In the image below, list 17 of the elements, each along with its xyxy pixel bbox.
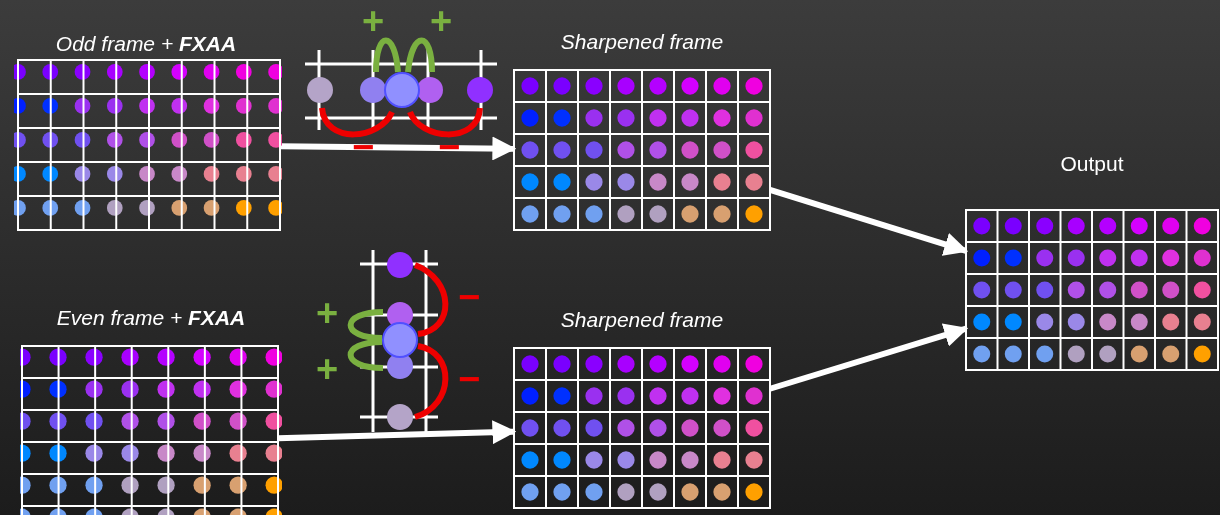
frame-title: Even frame + FXAA <box>55 306 247 330</box>
minus-sign: − <box>352 128 375 166</box>
frame-title: Sharpened frame <box>559 30 725 54</box>
minus-sign: − <box>458 360 481 398</box>
frame-title: Sharpened frame <box>559 308 725 332</box>
plus-sign: + <box>430 2 453 40</box>
arrow <box>279 136 517 161</box>
arrow <box>769 186 969 256</box>
frame-title: Output <box>1059 152 1125 176</box>
minus-sign: − <box>438 128 461 166</box>
arrow <box>769 323 969 392</box>
frame-title: Odd frame + FXAA <box>54 32 238 56</box>
arrow <box>277 420 517 445</box>
plus-sign: + <box>316 350 339 388</box>
minus-sign: − <box>458 278 481 316</box>
plus-sign: + <box>316 294 339 332</box>
plus-sign: + <box>362 2 385 40</box>
